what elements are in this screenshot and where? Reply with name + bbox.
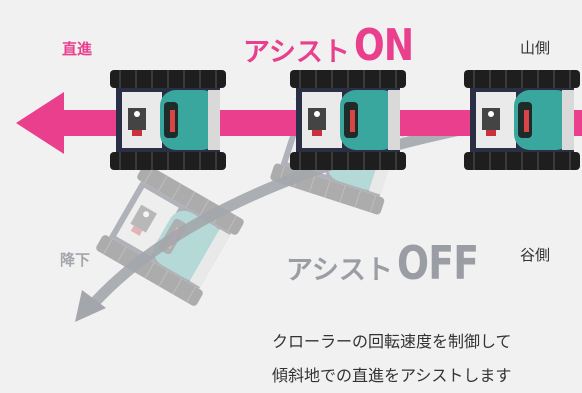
descend-label: 降下 (60, 251, 91, 269)
assist-off-kana: アシスト (286, 255, 393, 286)
mountain-side-label: 山側 (520, 39, 551, 57)
assist-on-kana: アシスト (243, 37, 350, 68)
valley-side-label: 谷側 (520, 246, 551, 264)
assist-on-heading: アシスト ON (243, 16, 426, 72)
forward-label: 直進 (62, 40, 93, 58)
assist-off-heading: アシスト OFF (286, 232, 496, 290)
description-line-2: 傾斜地での直進をアシストします (272, 366, 512, 385)
assist-on-state: ON (353, 20, 414, 72)
description-line-1: クローラーの回転速度を制御して (272, 332, 512, 351)
description-text: クローラーの回転速度を制御して 傾斜地での直進をアシストします (272, 325, 512, 393)
assist-off-state: OFF (396, 235, 479, 290)
